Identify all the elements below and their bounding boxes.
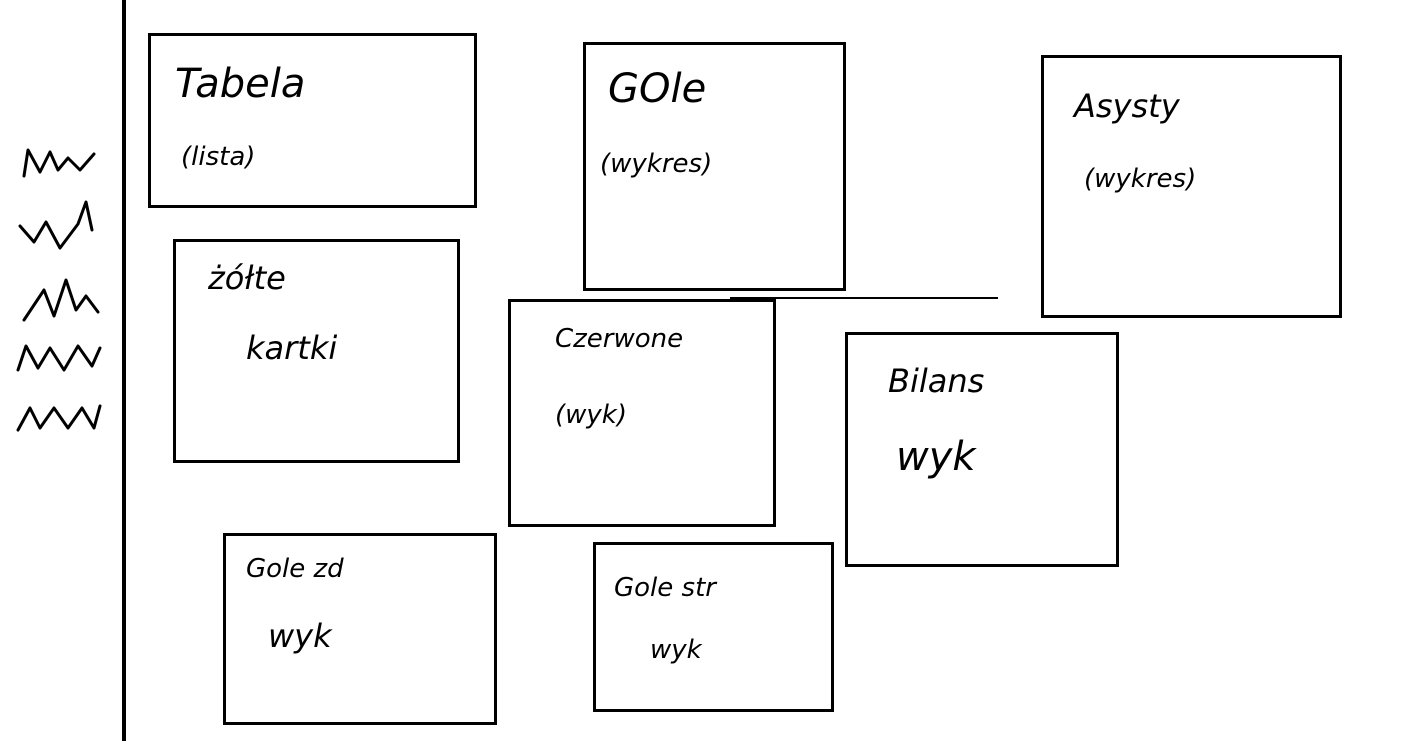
panel-subtitle: kartki [246, 329, 338, 367]
panel-subtitle: wyk [896, 434, 976, 480]
panel-bilans[interactable]: Bilans wyk [845, 332, 1119, 567]
panel-title: Czerwone [555, 324, 684, 354]
panel-gole[interactable]: GOle (wykres) [583, 42, 846, 291]
panel-subtitle: (lista) [181, 142, 256, 172]
panel-zolte[interactable]: żółte kartki [173, 239, 460, 463]
panel-asysty[interactable]: Asysty (wykres) [1041, 55, 1342, 318]
sidebar-item-5[interactable] [14, 394, 104, 439]
panel-subtitle: (wyk) [555, 400, 627, 430]
panel-title: Bilans [888, 362, 985, 400]
panel-title: Tabela [175, 61, 306, 107]
panel-title: Asysty [1074, 87, 1180, 125]
panel-gole-str[interactable]: Gole str wyk [593, 542, 834, 712]
sidebar-divider [122, 0, 126, 741]
panel-subtitle: (wykres) [600, 149, 713, 179]
panel-subtitle: (wykres) [1084, 164, 1197, 194]
sidebar-item-3[interactable] [14, 270, 104, 330]
panel-title: GOle [608, 66, 707, 112]
panel-subtitle: wyk [268, 617, 332, 655]
panel-gole-zd[interactable]: Gole zd wyk [223, 533, 497, 725]
panel-title: Gole str [614, 573, 716, 603]
panel-subtitle: wyk [650, 635, 702, 665]
panel-czerwone[interactable]: Czerwone (wyk) [508, 299, 776, 527]
panel-title: Gole zd [246, 554, 344, 584]
connector-line [730, 297, 998, 299]
panel-tabela[interactable]: Tabela (lista) [148, 33, 477, 208]
sidebar-item-4[interactable] [14, 332, 104, 377]
panel-title: żółte [208, 259, 286, 297]
sidebar-item-2[interactable] [14, 196, 104, 256]
sidebar-item-1[interactable] [14, 140, 104, 180]
